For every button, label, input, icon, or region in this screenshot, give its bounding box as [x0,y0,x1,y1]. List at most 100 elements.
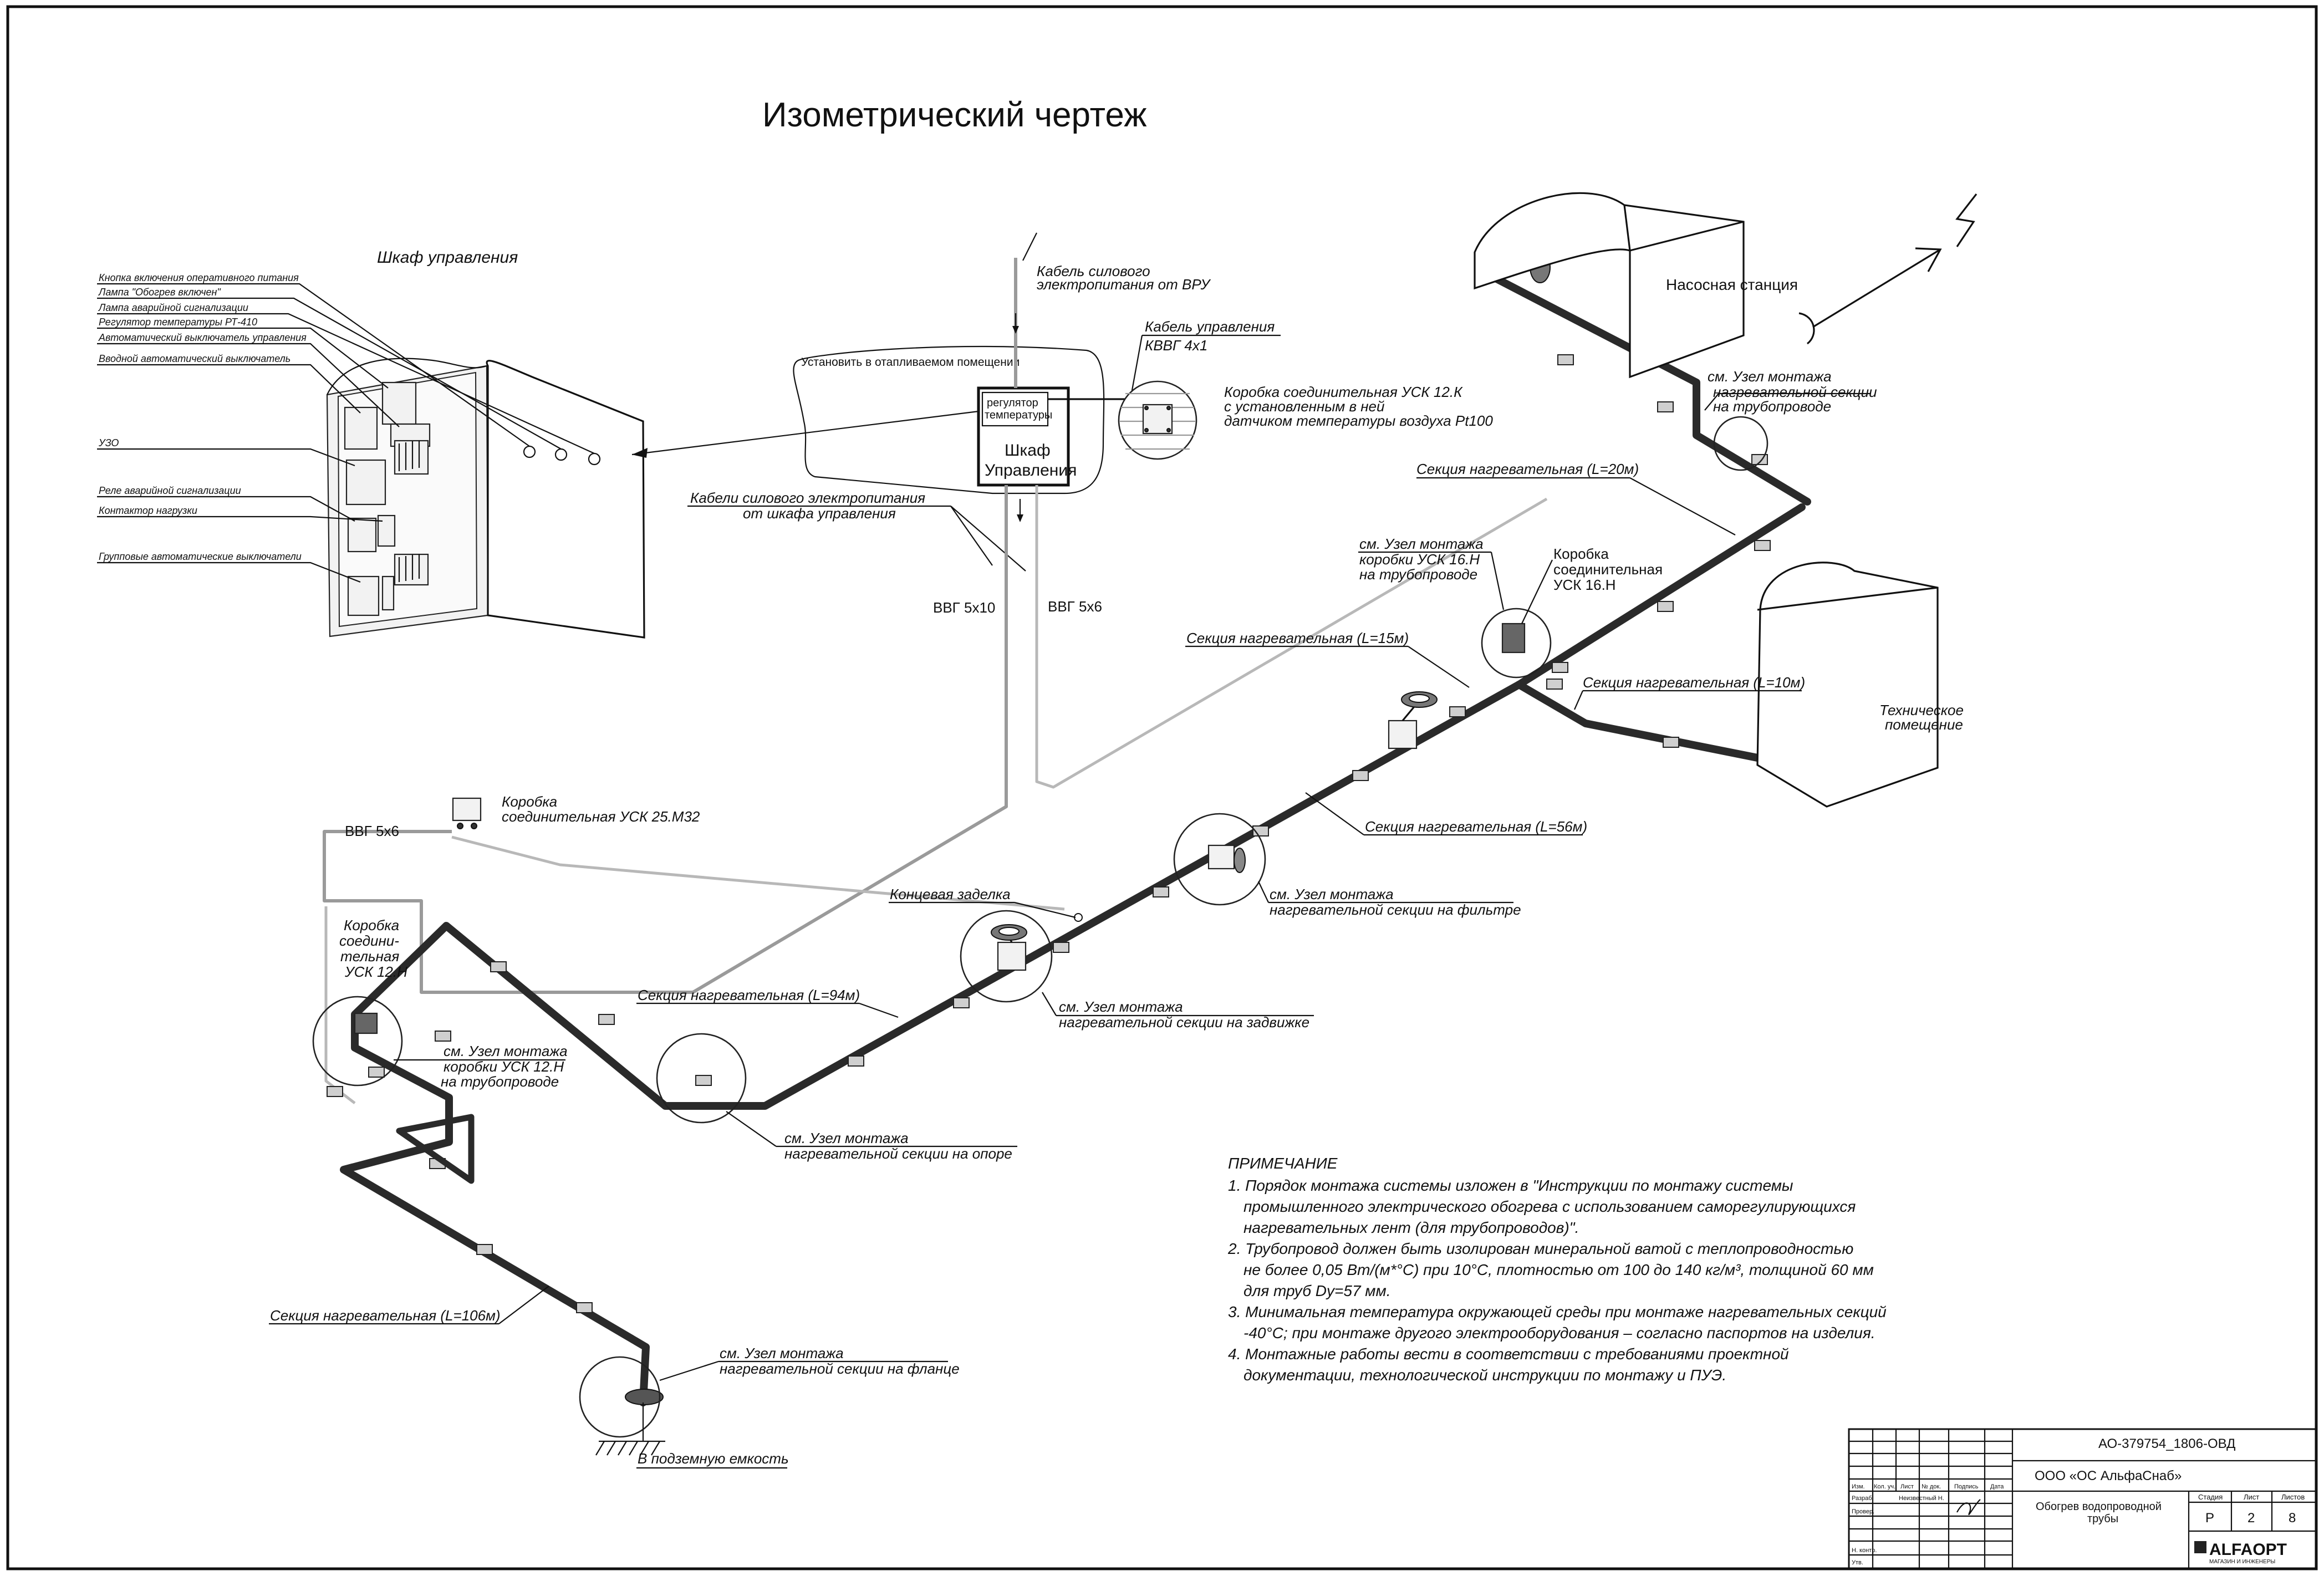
control-cable-label-1: Кабель управления [1145,318,1275,335]
node-flange-label-2: нагревательной секции на фланце [720,1360,960,1377]
north-arrow [1798,193,1978,345]
box12n-label-1: Коробка [344,917,399,934]
control-cabinet-box: регулятор температуры Шкаф Управления [977,386,1077,487]
technical-room-building: Техническое помещение [1756,562,1964,808]
doc-code: АО-379754_1806-ОВД [2098,1436,2235,1451]
stage-value: Р [2205,1511,2214,1526]
signature-mark [1956,1499,1981,1516]
pump-station-label: Насосная станция [1666,276,1798,293]
gate-valve-lower [991,924,1027,971]
row-prover: Провер. [1852,1508,1874,1515]
note-line-6: для труб Dy=57 мм. [1243,1282,1390,1299]
developer-name: Неизвестный Н. [1899,1495,1944,1502]
node-pipe-label-1: см. Узел монтажа [1708,368,1832,385]
box16-label-3: УСК 16.Н [1553,577,1616,593]
sheet-header: Лист [2244,1493,2259,1501]
title-block: АО-379754_1806-ОВД ООО «ОС АльфаСнаб» Об… [1848,1428,2317,1570]
node-valve-label-1: см. Узел монтажа [1059,998,1183,1015]
sheets-value: 8 [2289,1511,2296,1526]
box25-label-1: Коробка [502,793,557,810]
box12k-label-1: Коробка соединительная УСК 12.К [1224,384,1463,400]
underground-label: В подземную емкость [638,1450,789,1467]
col-izm: Изм. [1852,1483,1865,1490]
node12-label-1: см. Узел монтажа [444,1043,568,1059]
control-cabinet-drawing: Шкаф управления [97,248,645,639]
note-line-9: 4. Монтажные работы вести в соответствии… [1228,1345,1789,1363]
col-doc: № док. [1922,1483,1941,1490]
box16-label-1: Коробка [1553,545,1609,562]
cables-from-cabinet-label-2: от шкафа управления [743,505,896,522]
section-106-label: Секция нагревательная (L=106м) [270,1307,501,1324]
cabinet-heading: Шкаф управления [377,248,518,267]
detail-circles [312,416,1769,1438]
note-line-5: не более 0,05 Вт/(м*°С) при 10°С, плотно… [1243,1261,1874,1278]
company-name: ООО «ОС АльфаСнаб» [2035,1468,2182,1483]
notes-heading: ПРИМЕЧАНИЕ [1228,1155,1338,1172]
box-12k-detail [1118,380,1197,460]
cable-vvg5x10-label: ВВГ 5х10 [933,599,995,616]
node-valve-label-2: нагревательной секции на задвижке [1059,1014,1309,1031]
box12n-label-2: соедини- [339,932,399,949]
cabinet-item-10: Групповые автоматические выключатели [99,551,302,562]
control-cable-label-2: КВВГ 4х1 [1145,337,1207,354]
note-line-1: 1. Порядок монтажа системы изложен в "Ин… [1228,1177,1793,1194]
flange-fitting [625,1389,664,1405]
cabinet-box-label-1: Шкаф [1005,441,1051,460]
cabinet-item-2: Лампа "Обогрев включен" [98,287,221,298]
box25-label-2: соединительная УСК 25.М32 [502,808,700,825]
section-15-label: Секция нагревательная (L=15м) [1186,630,1409,646]
cabinet-item-5: Автоматический выключатель управления [98,332,307,343]
filter-fitting [1207,844,1246,873]
node-filter-label-1: см. Узел монтажа [1270,886,1394,902]
note-line-10: документации, технологической инструкции… [1243,1366,1726,1384]
node-filter-label-2: нагревательной секции на фильтре [1270,901,1521,918]
regulator-label-1: регулятор [987,397,1038,409]
note-line-3: нагревательных лент (для трубопроводов)"… [1243,1219,1579,1236]
end-seal-label: Концевая заделка [890,886,1011,902]
gate-valve-upper [1388,691,1438,749]
cabinet-box-label-2: Управления [985,461,1077,480]
box12n-label-3: тельная [340,948,399,965]
note-line-7: 3. Минимальная температура окружающей ср… [1228,1303,1887,1320]
heated-room-label: Установить в отапливаемом помещении [801,356,1020,369]
cables-from-cabinet-label-1: Кабели силового электропитания [690,489,925,506]
box16-label-2: соединительная [1553,561,1663,578]
cabinet-item-9: Контактор нагрузки [99,505,197,516]
power-cable-label-1: Кабель силового [1037,263,1150,279]
node16-label-2: коробки УСК 16.Н [1359,551,1480,568]
cable-vvg5x6-label-a: ВВГ 5х6 [1048,598,1102,615]
cabinet-item-6: Вводной автоматический выключатель [99,353,290,364]
sheets-header: Листов [2281,1493,2305,1501]
node-support-label-1: см. Узел монтажа [784,1130,909,1146]
note-line-2: промышленного электрического обогрева с … [1243,1198,1856,1215]
junction-box-16n [1501,623,1526,654]
logo-mark [2194,1541,2206,1553]
node12-label-3: на трубопроводе [441,1073,559,1090]
drawing-frame [6,5,2318,1570]
section-56-label: Секция нагревательная (L=56м) [1365,818,1587,835]
stage-header: Стадия [2198,1493,2223,1501]
col-date: Дата [1990,1483,2004,1490]
cabinet-item-7: УЗО [98,437,119,448]
logo-text: ALFAOPT [2209,1541,2287,1559]
drawing-title: Изометрический чертеж [762,96,1147,134]
pump-station-building: Насосная станция [1474,192,1798,379]
note-line-8: -40°С; при монтаже другого электрооборуд… [1243,1324,1875,1342]
notes-block: ПРИМЕЧАНИЕ 1. Порядок монтажа системы из… [1227,1155,1887,1384]
node-pipe-label-2: нагревательной секции [1713,384,1877,400]
row-razrab: Разраб. [1852,1495,1874,1502]
section-94-label: Секция нагревательная (L=94м) [638,987,860,1003]
heated-room-zone: Установить в отапливаемом помещении [793,345,1105,494]
node16-label-1: см. Узел монтажа [1359,535,1484,552]
logo-subtext: МАГАЗИН И ИНЖЕНЕРЫ [2209,1559,2275,1565]
col-kol: Кол. уч. [1874,1483,1895,1490]
cabinet-item-3: Лампа аварийной сигнализации [98,302,248,313]
power-cable-label-2: электропитания от ВРУ [1037,276,1211,293]
cable-vvg5x6-label-b: ВВГ 5х6 [345,823,399,839]
row-nkontr: Н. контр. [1852,1547,1877,1554]
row-utv: Утв. [1852,1559,1863,1566]
cabinet-item-4: Регулятор температуры РТ-410 [99,317,257,328]
regulator-label-2: температуры [985,409,1052,421]
col-sign: Подпись [1954,1483,1979,1490]
tech-room-label-1: Техническое [1879,702,1964,718]
